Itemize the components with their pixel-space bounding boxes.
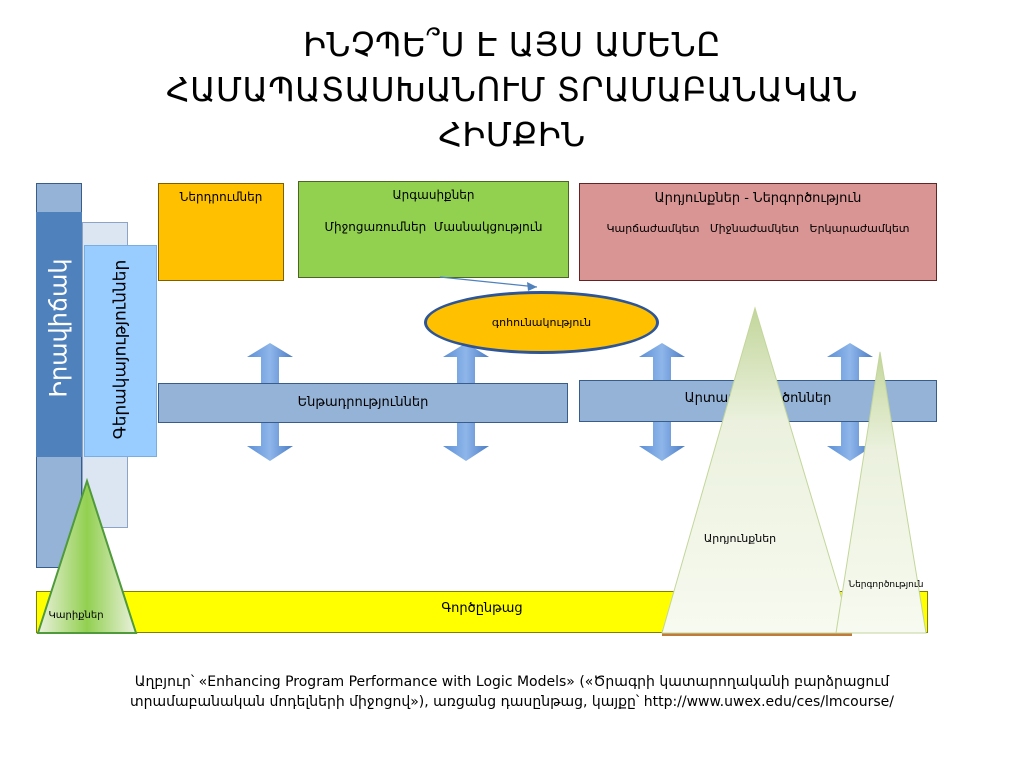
outcomes-medium-term: Միջնաժամկետ	[709, 222, 800, 235]
assumptions-label: Ենթադրություններ	[297, 395, 429, 410]
inputs-box: Ներդրումներ	[158, 183, 284, 281]
arrow-up-1	[247, 343, 293, 383]
impact-triangle	[835, 351, 927, 634]
stakeholder-triangle	[36, 477, 138, 634]
outcomes-box: Արդյունքներ - Ներգործություն Կարճաժամկետ…	[579, 183, 937, 281]
outputs-label: Արգասիքներ	[392, 188, 475, 202]
source-line-2: տրամաբանական մոդելների միջոցով»), առցանց…	[130, 694, 894, 710]
arrow-up-3	[639, 343, 685, 380]
context-label-panel	[36, 212, 82, 457]
outcomes-triangle-label: Արդյունքներ	[703, 532, 777, 545]
title-line-2: ՀԱՄԱՊԱՏԱՍԽԱՆՈՒՄ ՏՐԱՄԱԲԱՆԱԿԱՆ	[165, 70, 859, 109]
arrow-down-1	[247, 423, 293, 461]
title-line-1: ԻՆՉՊԵ՞Ս Է ԱՅՍ ԱՄԵՆԸ	[303, 25, 721, 64]
arrow-down-3	[639, 422, 685, 461]
outcomes-subitems: Կարճաժամկետ Միջնաժամկետ Երկարաժամկետ	[580, 222, 936, 235]
arrow-up-2	[443, 343, 489, 383]
outcomes-triangle	[661, 306, 853, 636]
arrow-up-4	[827, 343, 873, 380]
impact-triangle-label: Ներգործություն	[848, 580, 924, 590]
outcomes-long-term: Երկարաժամկետ	[809, 222, 910, 235]
assumptions-bar: Ենթադրություններ	[158, 383, 568, 423]
priorities-label-panel	[84, 245, 157, 457]
source-line-1: Աղբյուր՝ «Enhancing Program Performance …	[134, 674, 890, 690]
arrow-down-2	[443, 423, 489, 461]
title-line-3: ՀԻՄՔԻՆ	[438, 115, 586, 154]
source-caption: Աղբյուր՝ «Enhancing Program Performance …	[95, 672, 929, 712]
connector-arrow	[439, 276, 538, 291]
arrow-down-4	[827, 422, 873, 461]
outputs-participation: Մասնակցություն	[433, 220, 543, 234]
outputs-activities: Միջոցառումներ	[324, 220, 427, 234]
process-label: Գործընթաց	[441, 601, 523, 616]
outcomes-short-term: Կարճաժամկետ	[606, 222, 700, 235]
satisfaction-ellipse: գոհունակություն	[424, 291, 659, 354]
satisfaction-label: գոհունակություն	[491, 316, 592, 329]
outputs-box: Արգասիքներ Միջոցառումներ Մասնակցություն	[298, 181, 569, 278]
stakeholder-triangle-label: Կարիքներ	[48, 610, 104, 621]
outcomes-label: Արդյունքներ - Ներգործություն	[654, 191, 862, 206]
page-title: ԻՆՉՊԵ՞Ս Է ԱՅՍ ԱՄԵՆԸ ՀԱՄԱՊԱՏԱՍԽԱՆՈՒՄ ՏՐԱՄ…	[60, 22, 964, 157]
outputs-subitems: Միջոցառումներ Մասնակցություն	[299, 220, 568, 234]
inputs-label: Ներդրումներ	[179, 190, 263, 204]
